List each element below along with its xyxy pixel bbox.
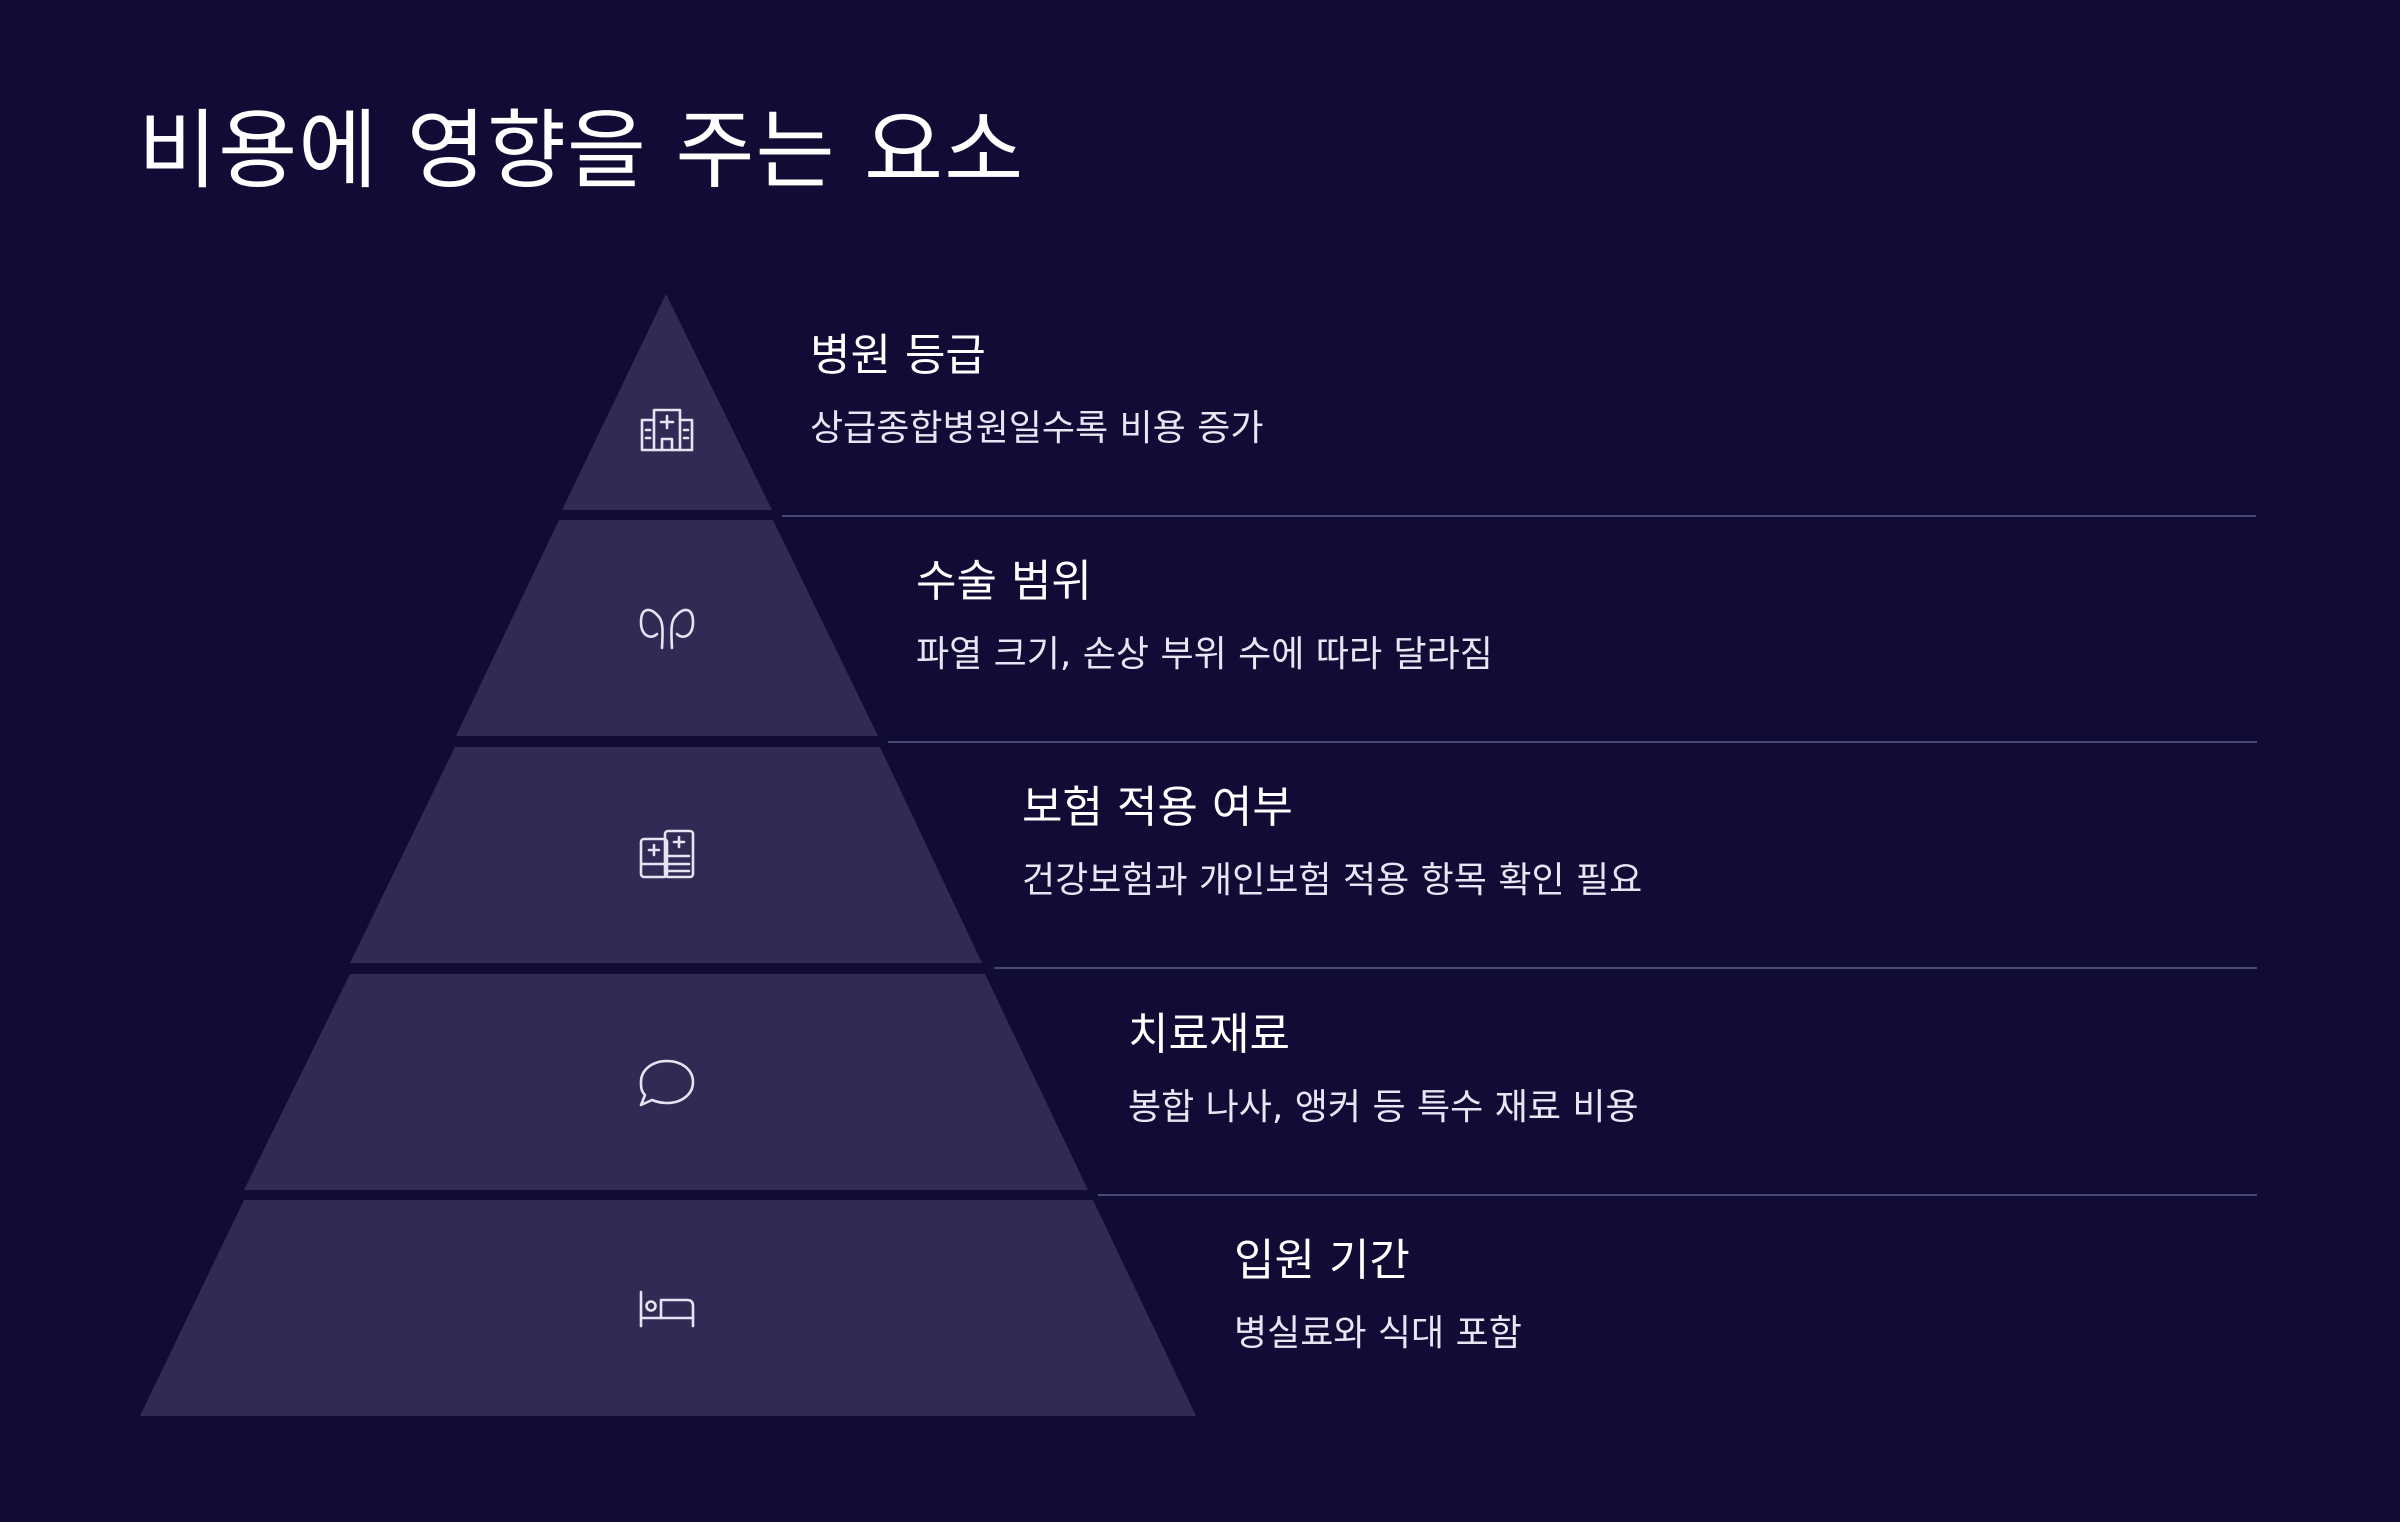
medical-records-icon bbox=[639, 829, 695, 879]
tier-text-1: 병원 등급 상급종합병원일수록 비용 증가 bbox=[810, 330, 1263, 450]
tier-description: 파열 크기, 손상 부위 수에 따라 달라짐 bbox=[916, 633, 1493, 675]
tier-description: 건강보험과 개인보험 적용 항목 확인 필요 bbox=[1022, 859, 1643, 901]
kidneys-icon bbox=[639, 608, 695, 650]
tier-title: 병원 등급 bbox=[810, 330, 986, 381]
pyramid-tier-1 bbox=[562, 294, 772, 510]
page-title: 비용에 영향을 주는 요소 bbox=[138, 101, 1025, 201]
separator-line bbox=[994, 967, 2257, 969]
tier-title: 수술 범위 bbox=[916, 556, 1092, 607]
tier-title: 보험 적용 여부 bbox=[1022, 782, 1293, 833]
separator-line bbox=[1098, 1194, 2257, 1196]
tier-text-3: 보험 적용 여부 건강보험과 개인보험 적용 항목 확인 필요 bbox=[1022, 782, 1642, 902]
tier-text-4: 치료재료 봉합 나사, 앵커 등 특수 재료 비용 bbox=[1128, 1009, 1639, 1129]
tier-description: 상급종합병원일수록 비용 증가 bbox=[810, 407, 1264, 449]
tier-text-2: 수술 범위 파열 크기, 손상 부위 수에 따라 달라짐 bbox=[916, 556, 1493, 676]
tier-title: 치료재료 bbox=[1128, 1009, 1290, 1060]
tier-title: 입원 기간 bbox=[1234, 1235, 1410, 1286]
speech-bubble-icon bbox=[639, 1059, 695, 1107]
hospital-icon bbox=[640, 408, 694, 452]
separator-line bbox=[782, 515, 2256, 517]
separator-line bbox=[888, 741, 2257, 743]
tier-description: 봉합 나사, 앵커 등 특수 재료 비용 bbox=[1128, 1086, 1639, 1128]
pyramid-tier-5 bbox=[140, 1200, 1196, 1416]
tier-text-5: 입원 기간 병실료와 식대 포함 bbox=[1234, 1235, 1522, 1355]
bed-icon bbox=[639, 1290, 695, 1328]
tier-description: 병실료와 식대 포함 bbox=[1234, 1312, 1522, 1354]
pyramid-tier-4 bbox=[244, 974, 1088, 1190]
pyramid-tier-2 bbox=[456, 520, 878, 736]
